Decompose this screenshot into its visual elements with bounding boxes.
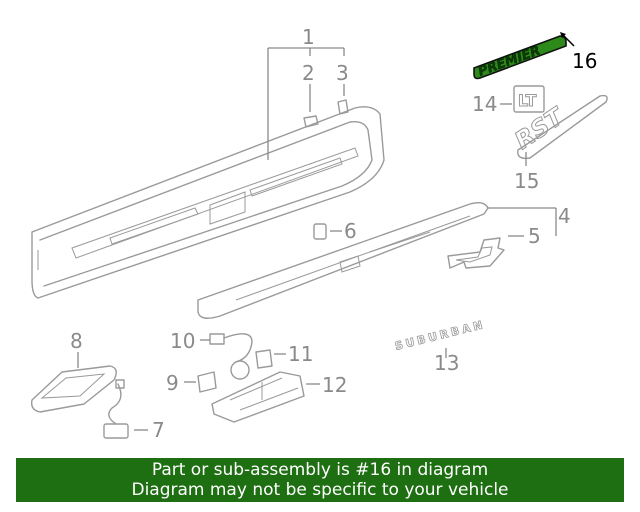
callout-12: 12 bbox=[322, 373, 347, 397]
callout-6: 6 bbox=[344, 219, 357, 243]
callout-15: 15 bbox=[514, 169, 539, 193]
callout-2: 2 bbox=[302, 61, 315, 85]
callout-9: 9 bbox=[166, 371, 179, 395]
lt-badge-text: LT bbox=[518, 91, 537, 110]
leader-lines-4-5 bbox=[488, 207, 557, 237]
parts-diagram: 1 2 3 6 4 5 PREMIER 16 LT 14 RST bbox=[30, 25, 608, 442]
lt-badge: LT bbox=[513, 85, 545, 113]
leader-lines-1-2-3 bbox=[267, 47, 345, 160]
callout-11: 11 bbox=[288, 342, 313, 366]
wiring-harness-7 bbox=[103, 379, 129, 439]
callout-13: 13 bbox=[434, 351, 459, 375]
clip-9 bbox=[197, 371, 217, 393]
lower-applique-moulding bbox=[197, 201, 489, 319]
callout-16: 16 bbox=[572, 49, 597, 73]
callout-14: 14 bbox=[472, 92, 497, 116]
info-banner: Part or sub-assembly is #16 in diagram D… bbox=[16, 458, 624, 502]
suburban-nameplate-text: SUBURBAN bbox=[394, 318, 487, 353]
banner-line-1: Part or sub-assembly is #16 in diagram bbox=[151, 460, 489, 480]
premier-badge-part-16: PREMIER bbox=[473, 35, 567, 80]
callout-10: 10 bbox=[170, 329, 195, 353]
callout-1: 1 bbox=[302, 25, 315, 49]
retainer-clip-3 bbox=[337, 99, 349, 115]
wiring-pigtail-10 bbox=[209, 333, 253, 380]
clip-6 bbox=[313, 223, 327, 240]
release-switch-assembly bbox=[211, 371, 305, 423]
callout-5: 5 bbox=[528, 224, 541, 248]
retainer-clip-2 bbox=[303, 115, 319, 128]
liftgate-applique-panel bbox=[31, 106, 385, 299]
callout-4: 4 bbox=[558, 204, 571, 228]
banner-line-2: Diagram may not be specific to your vehi… bbox=[131, 480, 509, 500]
arrowhead-16 bbox=[560, 32, 566, 38]
license-lamp-housing bbox=[30, 365, 117, 413]
callout-7: 7 bbox=[152, 418, 165, 442]
bowtie-emblem bbox=[447, 237, 505, 269]
callout-8: 8 bbox=[70, 329, 83, 353]
suburban-nameplate: SUBURBAN bbox=[393, 317, 487, 353]
callout-3: 3 bbox=[336, 61, 349, 85]
premier-badge-text: PREMIER bbox=[476, 43, 542, 79]
connector-11 bbox=[255, 349, 273, 369]
